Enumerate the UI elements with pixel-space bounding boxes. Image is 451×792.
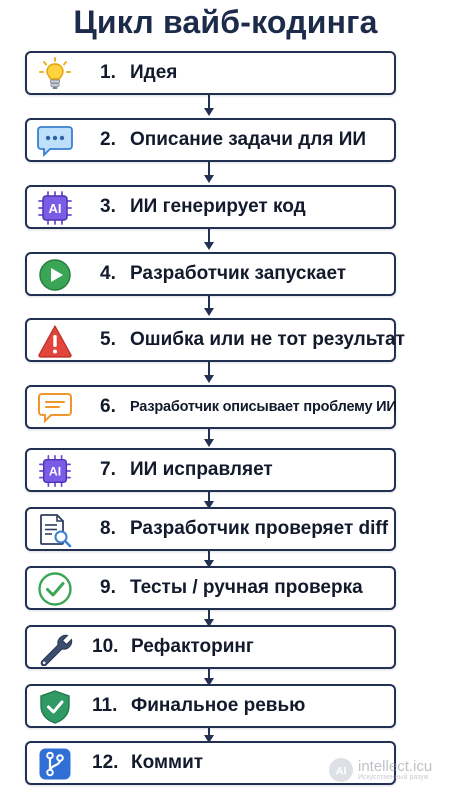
step-number: 1. [100, 62, 116, 83]
ai-chip-icon: AI [36, 452, 74, 490]
ai-chip-icon: AI [36, 189, 74, 227]
step-number: 10. [92, 636, 119, 657]
watermark-brand: intellect.icu [358, 757, 433, 775]
arrow-connector [204, 95, 214, 116]
play-icon [36, 256, 74, 294]
step-label: Описание задачи для ИИ [130, 129, 367, 150]
step-label: Тесты / ручная проверка [130, 577, 363, 598]
step-idea: 1. Идея [25, 51, 396, 95]
step-number: 2. [100, 129, 116, 150]
step-label: Ошибка или не тот результат [130, 329, 405, 350]
watermark-logo-icon: AI [329, 758, 353, 782]
step-final-review: 11. Финальное ревью [25, 684, 396, 728]
step-label: ИИ исправляет [130, 459, 273, 480]
step-ai-generates: AI 3. ИИ генерирует код [25, 185, 396, 229]
wrench-icon [36, 629, 74, 667]
check-circle-icon [36, 570, 74, 608]
step-developer-describes: 6. Разработчик описывает проблему ИИ [25, 385, 397, 429]
watermark: AI intellect.icu Искусственный разум [328, 755, 432, 785]
svg-text:AI: AI [49, 201, 62, 216]
step-task-description: 2. Описание задачи для ИИ [25, 118, 396, 162]
step-number: 3. [100, 196, 116, 217]
step-developer-runs: 4. Разработчик запускает [25, 252, 396, 296]
step-label: Коммит [131, 752, 204, 773]
svg-text:AI: AI [336, 766, 347, 778]
step-label: Финальное ревью [131, 695, 306, 716]
step-label: Идея [130, 62, 178, 83]
step-tests: 9. Тесты / ручная проверка [25, 566, 396, 610]
step-label: ИИ генерирует код [130, 196, 306, 217]
document-search-icon [36, 511, 74, 549]
watermark-text: intellect.icu Искусственный разум [358, 759, 432, 782]
diagram-title: Цикл вайб-кодинга [73, 4, 378, 40]
step-number: 12. [92, 752, 119, 773]
arrow-connector [204, 229, 214, 250]
step-review-diff: 8. Разработчик проверяет diff [25, 507, 396, 551]
step-refactoring: 10. Рефакторинг [25, 625, 396, 669]
arrow-connector [204, 426, 214, 447]
shield-check-icon [36, 688, 74, 726]
arrow-connector [204, 295, 214, 316]
step-label: Разработчик описывает проблему ИИ [130, 399, 397, 415]
step-label: Разработчик запускает [130, 263, 347, 284]
arrow-connector [204, 362, 214, 383]
step-label: Рефакторинг [131, 636, 254, 657]
message-icon [36, 389, 74, 427]
step-number: 4. [100, 263, 116, 284]
chat-bubble-icon [36, 122, 74, 160]
step-number: 7. [100, 459, 116, 480]
arrow-connector [204, 162, 214, 183]
svg-text:AI: AI [49, 465, 61, 479]
step-number: 9. [100, 577, 116, 598]
step-number: 8. [100, 518, 116, 539]
step-number: 11. [92, 695, 118, 716]
step-number: 6. [100, 396, 116, 417]
step-ai-fixes: AI 7. ИИ исправляет [25, 448, 396, 492]
watermark-tagline: Искусственный разум [358, 773, 429, 781]
lightbulb-icon [36, 55, 74, 93]
warning-icon [36, 322, 74, 360]
git-branch-icon [36, 745, 74, 783]
step-label: Разработчик проверяет diff [130, 518, 389, 539]
step-error: 5. Ошибка или не тот результат [25, 318, 405, 362]
step-number: 5. [100, 329, 116, 350]
